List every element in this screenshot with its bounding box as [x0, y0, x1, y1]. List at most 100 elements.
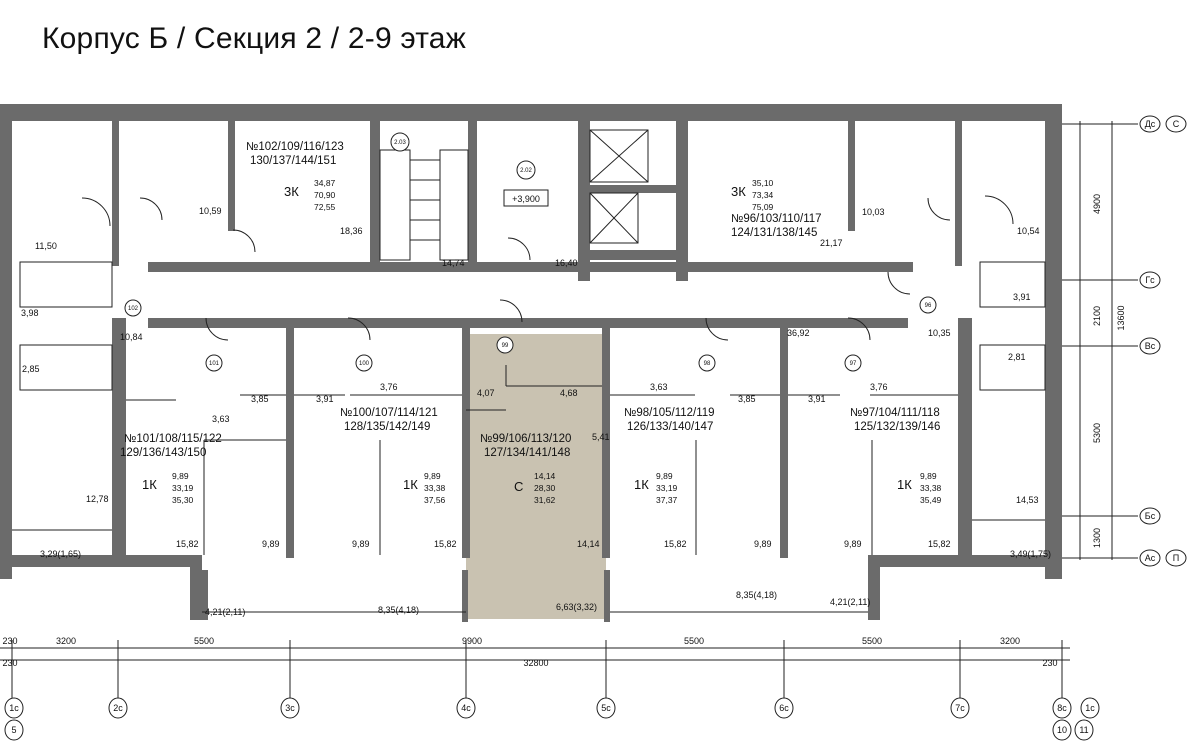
- apt-99-area-1: 14,14: [534, 471, 556, 481]
- apt-101-area-3: 35,30: [172, 495, 194, 505]
- apt-98-area-1: 9,89: [656, 471, 673, 481]
- axis-label: 8с: [1057, 703, 1067, 713]
- room-area: 11,50: [35, 241, 57, 251]
- apt-3k-right-area-3: 75,09: [752, 202, 774, 212]
- axis-markers-right: Дс С Гс Вс Бс Ас П: [1139, 115, 1187, 567]
- apartment-labels: №102/109/116/123 130/137/144/151 3К 34,8…: [120, 141, 942, 505]
- room-area: 9,89: [754, 539, 772, 549]
- room-area: 3,91: [1013, 292, 1031, 302]
- axis-label: 2с: [113, 703, 123, 713]
- room-area: 3,63: [650, 382, 668, 392]
- axis-label: 10: [1057, 725, 1067, 735]
- apt-98-area-2: 33,19: [656, 483, 678, 493]
- room-area: 5,41: [592, 432, 610, 442]
- dim: 5500: [862, 636, 882, 646]
- axis-label: П: [1173, 553, 1179, 563]
- axis-label: Вс: [1145, 341, 1156, 351]
- dim: 13600: [1116, 305, 1126, 330]
- dim: 2100: [1092, 306, 1102, 326]
- apt-98-numbers-2: 126/133/140/147: [627, 421, 713, 433]
- room-area: 10,54: [1017, 226, 1040, 236]
- room-area: 15,82: [664, 539, 687, 549]
- tag-98: 98: [704, 361, 711, 367]
- dimension-lines: [0, 121, 1138, 700]
- room-area: 3,98: [21, 308, 39, 318]
- interior-lines: [12, 129, 1046, 613]
- apt-100-area-1: 9,89: [424, 471, 441, 481]
- room-area: 14,53: [1016, 495, 1039, 505]
- dim: 5500: [194, 636, 214, 646]
- dim: 230: [1042, 658, 1057, 668]
- tag-96: 96: [925, 303, 932, 309]
- axis-label: 6с: [779, 703, 789, 713]
- apt-97-area-2: 33,38: [920, 483, 942, 493]
- room-area: 10,59: [199, 206, 222, 216]
- tag-203: 2.03: [394, 140, 406, 146]
- circle-tags: 2.03 2.02 102 101 100 99 98 97 96: [124, 132, 937, 372]
- apt-97-area-3: 35,49: [920, 495, 942, 505]
- room-area: 9,89: [352, 539, 370, 549]
- highlighted-apartment-99[interactable]: [466, 334, 606, 619]
- apt-3k-left-area-1: 34,87: [314, 178, 336, 188]
- apt-99-area-2: 28,30: [534, 483, 556, 493]
- apt-101-area-2: 33,19: [172, 483, 194, 493]
- outer-walls: [0, 104, 1062, 622]
- apt-101-area-1: 9,89: [172, 471, 189, 481]
- room-area: 10,35: [928, 328, 951, 338]
- room-area: 15,82: [176, 539, 199, 549]
- dim: 4900: [1092, 194, 1102, 214]
- apt-3k-left-area-3: 72,55: [314, 202, 336, 212]
- apt-100-type: 1К: [403, 477, 418, 492]
- elevation-mark: +3,900: [512, 194, 540, 204]
- room-area: 6,63(3,32): [556, 602, 597, 612]
- room-area: 3,63: [212, 414, 230, 424]
- apt-101-numbers-2: 129/136/143/150: [120, 447, 206, 459]
- apt-98-numbers-1: №98/105/112/119: [624, 407, 715, 419]
- room-area: 14,14: [577, 539, 600, 549]
- axis-label: С: [1173, 119, 1180, 129]
- tag-99: 99: [502, 343, 509, 349]
- axis-label: Бс: [1145, 511, 1156, 521]
- apt-97-type: 1К: [897, 477, 912, 492]
- room-area: 3,29(1,65): [40, 549, 81, 559]
- apt-3k-left-numbers-1: №102/109/116/123: [246, 141, 344, 153]
- apt-101-numbers-1: №101/108/115/122: [124, 433, 222, 445]
- dim: 3200: [56, 636, 76, 646]
- room-areas: 10,59 11,50 18,36 14,74 16,40 21,17 10,0…: [21, 206, 1051, 617]
- room-area: 15,82: [928, 539, 951, 549]
- dim: 230: [2, 636, 17, 646]
- room-area: 21,17: [820, 238, 843, 248]
- apt-99-numbers-1: №99/106/113/120: [480, 433, 571, 445]
- apt-101-type: 1К: [142, 477, 157, 492]
- apt-97-numbers-1: №97/104/111/118: [850, 407, 940, 419]
- room-area: 2,81: [1008, 352, 1026, 362]
- dim: 32800: [523, 658, 548, 668]
- dimension-texts: 230 3200 5500 9900 5500 5500 3200 230 32…: [2, 194, 1126, 668]
- axis-label: 11: [1079, 725, 1088, 735]
- apt-99-type: С: [514, 479, 523, 494]
- apt-100-numbers-2: 128/135/142/149: [344, 421, 430, 433]
- axis-label: Гс: [1145, 275, 1155, 285]
- room-area: 3,91: [316, 394, 334, 404]
- room-area: 14,74: [442, 258, 465, 268]
- room-area: 18,36: [340, 226, 363, 236]
- apt-100-area-2: 33,38: [424, 483, 446, 493]
- axis-label: 5: [11, 725, 16, 735]
- apt-97-area-1: 9,89: [920, 471, 937, 481]
- dim: 1300: [1092, 528, 1102, 548]
- apt-97-numbers-2: 125/132/139/146: [854, 421, 940, 433]
- apt-98-area-3: 37,37: [656, 495, 678, 505]
- room-area: 3,85: [251, 394, 269, 404]
- tag-100: 100: [359, 361, 370, 367]
- apt-3k-right-area-1: 35,10: [752, 178, 774, 188]
- room-area: 15,82: [434, 539, 457, 549]
- apt-3k-left-area-2: 70,90: [314, 190, 336, 200]
- apt-3k-right-area-2: 73,34: [752, 190, 774, 200]
- dim: 230: [2, 658, 17, 668]
- tag-102: 102: [128, 306, 139, 312]
- room-area: 3,76: [870, 382, 888, 392]
- room-area: 4,21(2,11): [205, 607, 245, 617]
- room-area: 3,49(1,75): [1010, 549, 1051, 559]
- axis-label: 4с: [461, 703, 471, 713]
- axis-label: 5с: [601, 703, 611, 713]
